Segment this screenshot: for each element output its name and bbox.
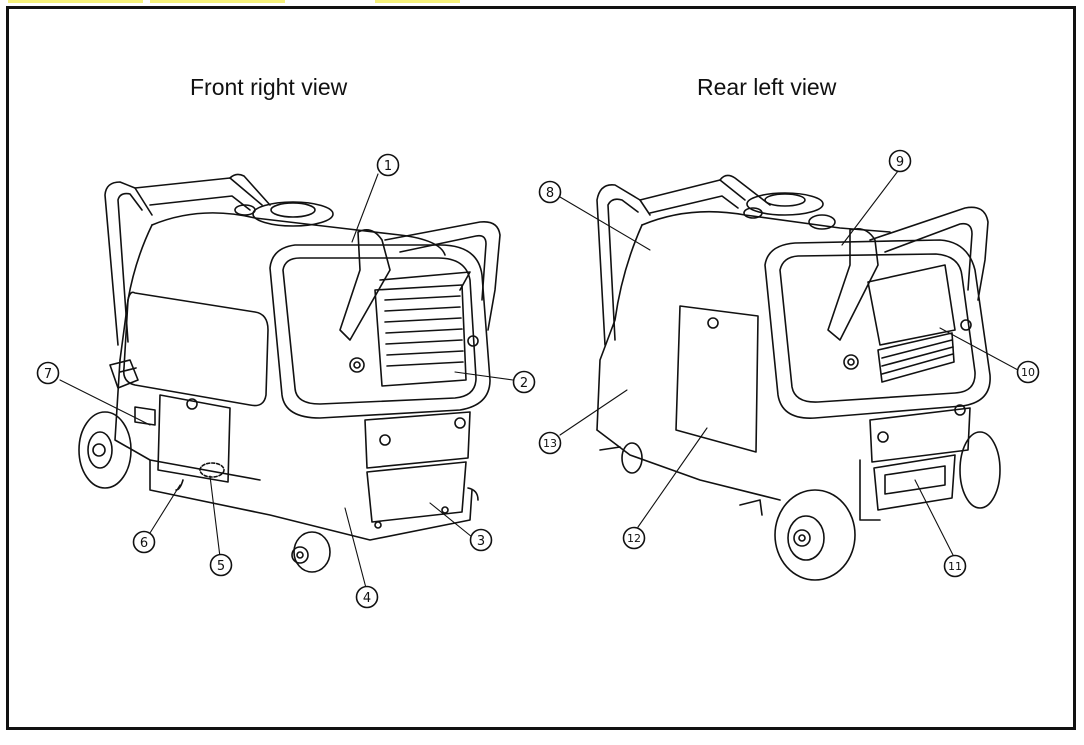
top-tab-highlight	[150, 0, 285, 3]
svg-text:7: 7	[44, 367, 52, 382]
svg-text:6: 6	[140, 536, 148, 551]
callout-9: 9	[888, 149, 912, 173]
rear-generator-drawing	[596, 174, 1001, 581]
svg-text:1: 1	[384, 159, 392, 174]
callout-7: 7	[36, 361, 60, 385]
callout-6: 6	[132, 530, 156, 554]
callout-11: 11	[943, 554, 967, 578]
front-leader-lines	[59, 173, 514, 589]
callout-8: 8	[538, 180, 562, 204]
svg-text:11: 11	[948, 560, 962, 573]
figure-frame	[6, 6, 1076, 730]
rear-leader-lines	[559, 170, 1019, 556]
front-generator-drawing	[78, 173, 501, 573]
top-tab-highlight	[8, 0, 143, 3]
callout-4: 4	[355, 585, 379, 609]
svg-text:3: 3	[477, 534, 485, 549]
callout-3: 3	[469, 528, 493, 552]
callout-10: 10	[1016, 360, 1040, 384]
svg-text:12: 12	[627, 532, 641, 545]
svg-text:8: 8	[546, 186, 554, 201]
callout-13: 13	[538, 431, 562, 455]
callout-2: 2	[512, 370, 536, 394]
top-tab-highlight	[375, 0, 460, 3]
callout-1: 1	[376, 153, 400, 177]
svg-text:10: 10	[1021, 366, 1035, 379]
callout-5: 5	[209, 553, 233, 577]
svg-text:13: 13	[543, 437, 557, 450]
svg-text:9: 9	[896, 155, 904, 170]
rear-view-title: Rear left view	[697, 74, 837, 100]
front-view-title: Front right view	[190, 74, 348, 100]
svg-text:2: 2	[520, 376, 528, 391]
svg-text:5: 5	[217, 559, 225, 574]
callout-12: 12	[622, 526, 646, 550]
svg-text:4: 4	[363, 591, 371, 606]
